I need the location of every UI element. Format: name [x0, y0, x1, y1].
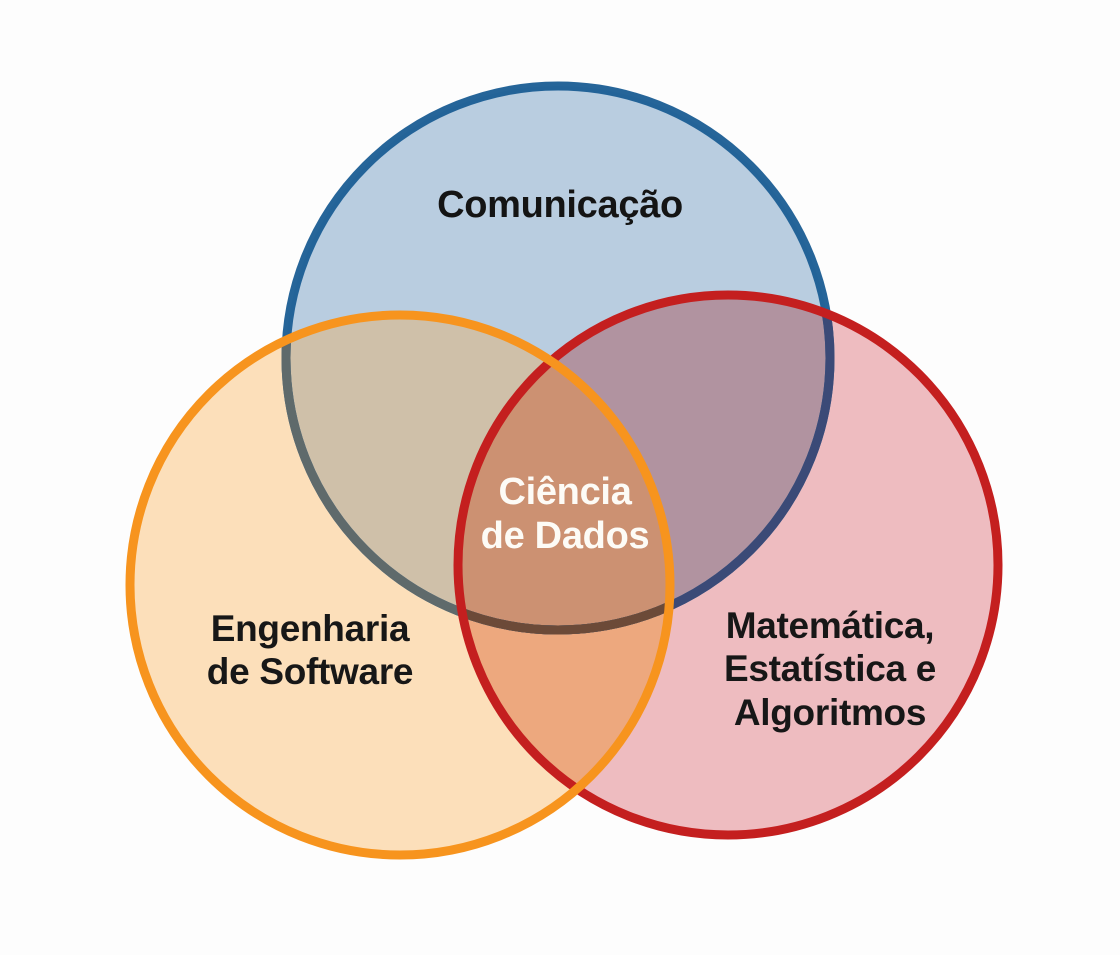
circle-communication-stroke-center: [458, 315, 670, 635]
intersection-center: [458, 315, 670, 630]
circle-software-stroke: [125, 310, 675, 860]
circle-math-stroke: [453, 290, 1003, 840]
